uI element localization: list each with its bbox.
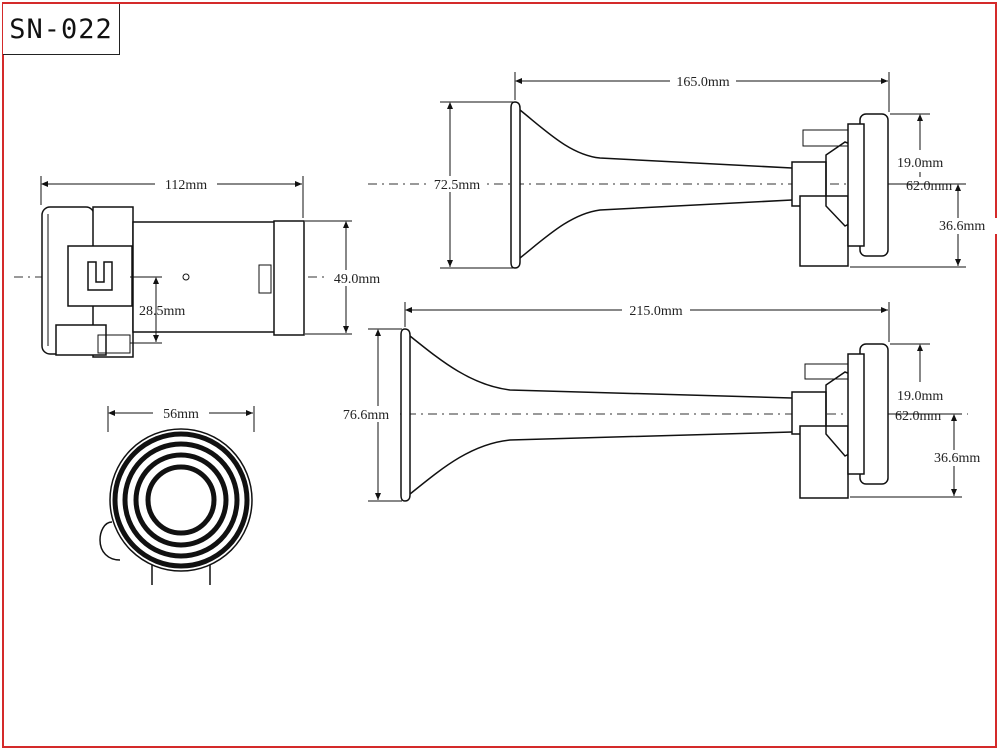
dim-long-mount: 19.0mm [897,389,943,404]
dim-short-mount: 19.0mm [897,156,943,171]
model-label: SN-022 [3,4,120,55]
dim-side-offset: 28.5mm [139,304,185,319]
compressor-side-view: 112mm 49.0mm 28.5mm [14,176,388,358]
dim-long-base: 36.6mm [934,451,980,466]
dim-side-length: 112mm [165,178,207,193]
mount-bracket [67,245,133,307]
dim-long-bell: 76.6mm [343,408,389,423]
dim-short-base: 36.6mm [939,219,985,234]
dim-short-flange: 62.0mm [906,179,952,194]
dim-end-diameter: 56mm [163,407,199,422]
short-horn: 165.0mm 72.5mm 19.0mm 62.0mm 36.6mm [368,72,997,269]
dim-long-length: 215.0mm [629,304,682,319]
terminal-slot [258,264,272,294]
long-horn: 215.0mm 76.6mm 19.0mm 62.0mm 36.6mm [337,302,992,502]
dim-side-height: 49.0mm [334,272,380,287]
compressor-end-view: 56mm [99,405,255,585]
dim-short-bell: 72.5mm [434,178,480,193]
dim-short-length: 165.0mm [676,75,729,90]
dim-long-flange: 62.0mm [895,409,941,424]
compressor-end-cap [273,220,305,336]
